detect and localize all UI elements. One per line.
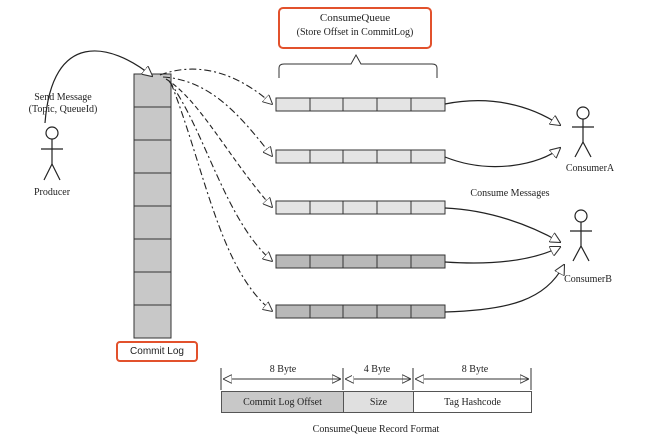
consumer-b-figure bbox=[570, 209, 592, 262]
send-message-arrow bbox=[44, 50, 152, 124]
field-tag-hashcode: Tag Hashcode bbox=[413, 391, 532, 413]
consume-queue-highlight bbox=[278, 7, 432, 49]
field-commit-log-offset: Commit Log Offset bbox=[221, 391, 344, 413]
queue-row-2 bbox=[275, 149, 446, 164]
consumer-a-figure bbox=[572, 106, 594, 158]
commit-log-column bbox=[133, 73, 172, 339]
consume-arrows bbox=[444, 100, 564, 313]
record-format-caption: ConsumeQueue Record Format bbox=[312, 424, 440, 435]
consumer-b-label: ConsumerB bbox=[564, 274, 612, 285]
queue-brace bbox=[278, 53, 438, 78]
consume-queue-title: ConsumeQueue bbox=[319, 12, 391, 24]
dispatch-arrows bbox=[159, 68, 272, 311]
queue-row-1 bbox=[275, 97, 446, 112]
record-size-indicators bbox=[220, 368, 532, 390]
queue-row-3 bbox=[275, 200, 446, 215]
queue-row-4 bbox=[275, 254, 446, 269]
field-size-tag-hashcode: 8 Byte bbox=[445, 364, 505, 376]
field-size: Size bbox=[343, 391, 414, 413]
consume-queue-subtitle: (Store Offset in CommitLog) bbox=[296, 27, 414, 38]
send-message-label: Send Message bbox=[34, 92, 92, 103]
send-message-params: (Topic, QueueId) bbox=[28, 104, 98, 115]
consume-messages-label: Consume Messages bbox=[470, 188, 550, 199]
field-size-size: 4 Byte bbox=[352, 364, 402, 376]
commit-log-label: Commit Log bbox=[116, 341, 198, 362]
queue-row-5 bbox=[275, 304, 446, 319]
producer-figure bbox=[41, 126, 63, 181]
producer-label: Producer bbox=[33, 187, 71, 198]
field-size-commit-log-offset: 8 Byte bbox=[253, 364, 313, 376]
consumer-a-label: ConsumerA bbox=[565, 163, 615, 174]
